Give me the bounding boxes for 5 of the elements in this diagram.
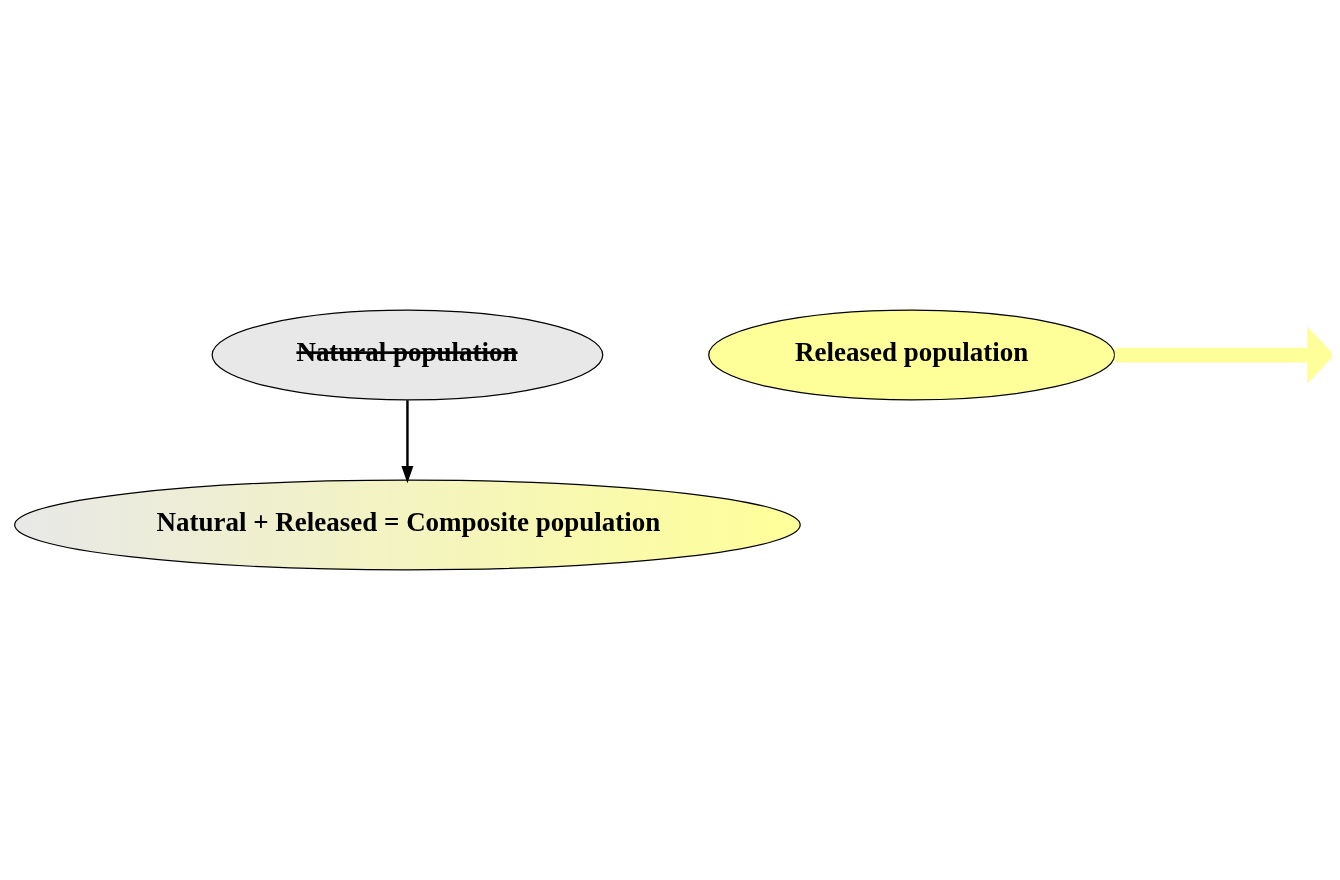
node-ellipse: Released population bbox=[708, 309, 1116, 401]
arrow bbox=[401, 400, 414, 484]
arrow bbox=[1114, 326, 1332, 384]
node-ellipse: Natural + Released = Composite population bbox=[14, 479, 801, 571]
node-ellipse: Natural population bbox=[211, 309, 604, 401]
